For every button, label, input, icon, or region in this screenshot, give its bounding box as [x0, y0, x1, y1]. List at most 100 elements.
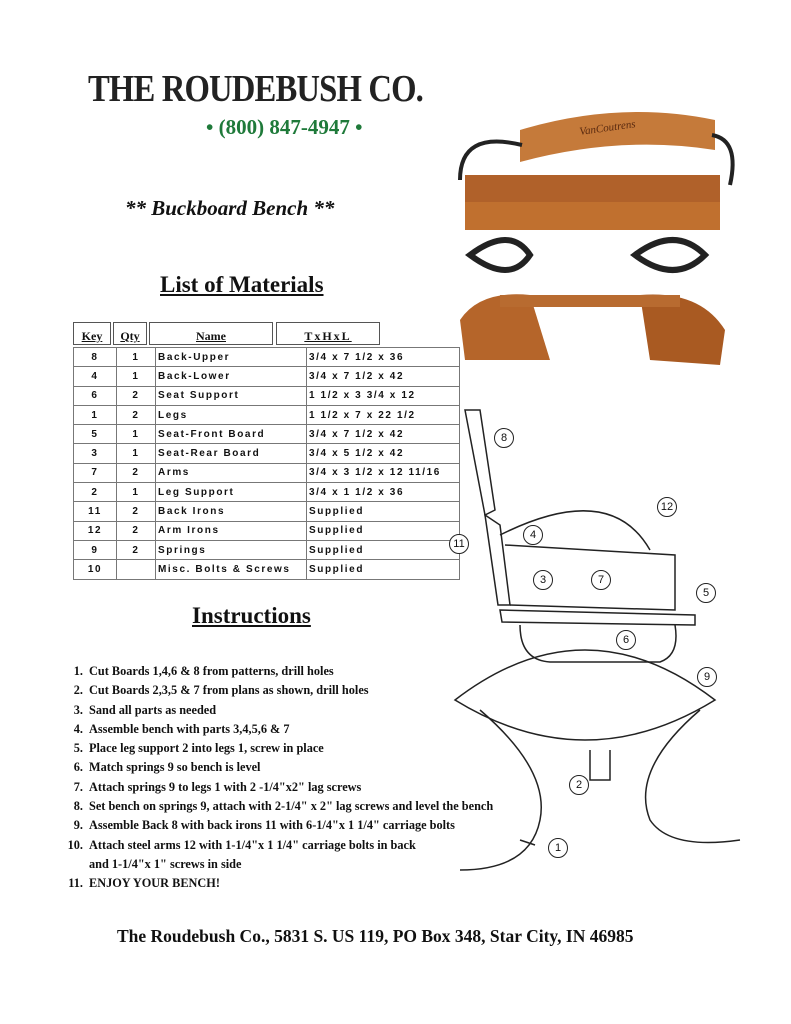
instructions-list: 1. Cut Boards 1,4,6 & 8 from patterns, dr… — [50, 662, 494, 894]
cell-name: Legs — [155, 404, 307, 426]
assembly-diagram — [453, 409, 741, 871]
cell-qty: 2 — [116, 404, 156, 426]
cell-key: 2 — [73, 482, 117, 503]
instruction-text: Match springs 9 so bench is level — [89, 760, 261, 775]
cell-qty: 1 — [116, 482, 156, 503]
cell-dimensions: 3/4 x 7 1/2 x 42 — [306, 424, 460, 445]
header-qty: Qty — [113, 322, 147, 345]
cell-name: Arms — [155, 462, 307, 484]
cell-qty: 2 — [116, 539, 156, 561]
cell-dimensions: Supplied — [306, 520, 460, 541]
cell-qty: 2 — [116, 501, 156, 522]
cell-dimensions: Supplied — [306, 501, 460, 522]
cell-qty — [116, 559, 156, 580]
instruction-item: 9. Assemble Back 8 with back irons 11 wit… — [50, 816, 493, 835]
cell-dimensions: 1 1/2 x 3 3/4 x 12 — [306, 385, 460, 406]
instruction-text: Attach springs 9 to legs 1 with 2 -1/4"x… — [89, 779, 362, 794]
company-logo: THE ROUDEBUSH CO. • (800) 847-4947 • — [88, 62, 438, 148]
cell-name: Back Irons — [155, 501, 307, 522]
cell-qty: 1 — [116, 424, 156, 445]
callout-1: 1 — [548, 838, 568, 858]
instruction-number: 6. — [73, 760, 83, 775]
page-title: ** Buckboard Bench ** — [125, 196, 335, 220]
cell-key: 11 — [73, 501, 117, 522]
cell-qty: 1 — [116, 443, 156, 464]
header-key: Key — [73, 322, 111, 345]
instruction-text: Assemble Back 8 with back irons 11 with … — [89, 818, 455, 833]
cell-name: Misc. Bolts & Screws — [155, 559, 307, 580]
cell-dimensions: 3/4 x 3 1/2 x 12 11/16 — [306, 462, 460, 484]
cell-dimensions: Supplied — [306, 539, 460, 561]
instruction-text: Attach steel arms 12 with 1-1/4"x 1 1/4"… — [89, 837, 416, 852]
instruction-item: 4. Assemble bench with parts 3,4,5,6 & 7 — [50, 720, 493, 739]
cell-key: 8 — [73, 346, 117, 368]
cell-qty: 2 — [116, 462, 156, 484]
instruction-continuation: and 1-1/4"x 1" screws in side — [89, 856, 242, 871]
callout-5: 5 — [696, 583, 716, 603]
header-name: Name — [149, 322, 273, 345]
instruction-item: 6. Match springs 9 so bench is level — [50, 758, 493, 777]
cell-key: 5 — [73, 424, 117, 445]
instruction-number: 1. — [73, 664, 83, 678]
instruction-item: 10.Attach steel arms 12 with 1-1/4"x 1 1… — [50, 836, 493, 855]
cell-key: 1 — [73, 404, 117, 426]
instruction-item: 2.Cut Boards 2,3,5 & 7 from plans as sho… — [50, 681, 493, 700]
callout-11: 11 — [449, 534, 469, 554]
cell-key: 3 — [73, 443, 117, 464]
instruction-item: 1. Cut Boards 1,4,6 & 8 from patterns, dr… — [50, 662, 493, 681]
cell-name: Leg Support — [155, 482, 307, 503]
instruction-text: Cut Boards 1,4,6 & 8 from patterns, dril… — [89, 664, 334, 678]
callout-7: 7 — [591, 570, 611, 590]
cell-qty: 1 — [116, 346, 156, 368]
cell-name: Seat-Rear Board — [155, 443, 307, 464]
callout-4: 4 — [523, 525, 543, 545]
cell-dimensions: 3/4 x 5 1/2 x 42 — [306, 443, 460, 464]
materials-heading: List of Materials — [160, 272, 324, 297]
bench-photo: VanCoutrens — [458, 112, 735, 365]
cell-dimensions: 3/4 x 1 1/2 x 36 — [306, 482, 460, 503]
instruction-item: 3. Sand all parts as needed — [50, 701, 493, 720]
cell-name: Seat-Front Board — [155, 424, 307, 445]
instruction-number: 8. — [73, 799, 83, 814]
cell-key: 7 — [73, 462, 117, 484]
header-dimensions: TxHxL — [276, 322, 380, 345]
instruction-item: 5.Place leg support 2 into legs 1, screw… — [50, 739, 493, 758]
instruction-number: 9. — [73, 818, 83, 833]
instruction-text: ENJOY YOUR BENCH! — [89, 876, 220, 891]
instruction-number: 11. — [68, 876, 83, 891]
cell-name: Arm Irons — [155, 520, 307, 541]
callout-2: 2 — [569, 775, 589, 795]
instruction-item: 11. ENJOY YOUR BENCH! — [50, 874, 493, 893]
callout-9: 9 — [697, 667, 717, 687]
cell-key: 6 — [73, 385, 117, 406]
instruction-text: Set bench on springs 9, attach with 2-1/… — [89, 799, 494, 814]
instructions-heading: Instructions — [192, 603, 311, 628]
cell-qty: 2 — [116, 520, 156, 541]
instruction-number: 4. — [73, 721, 83, 736]
instruction-number: 7. — [73, 779, 83, 794]
cell-dimensions: 1 1/2 x 7 x 22 1/2 — [306, 404, 460, 426]
instruction-text: Sand all parts as needed — [89, 702, 217, 717]
instruction-number: 5. — [73, 741, 83, 756]
cell-key: 4 — [73, 366, 117, 387]
footer-address: The Roudebush Co., 5831 S. US 119, PO Bo… — [117, 926, 634, 946]
instruction-text: Assemble bench with parts 3,4,5,6 & 7 — [89, 721, 290, 736]
callout-8: 8 — [494, 428, 514, 448]
instruction-number: 3. — [73, 702, 83, 717]
cell-name: Springs — [155, 539, 307, 561]
cell-dimensions: 3/4 x 7 1/2 x 36 — [306, 346, 460, 368]
logo-name: THE ROUDEBUSH CO. — [88, 68, 424, 110]
cell-key: 12 — [73, 520, 117, 541]
logo-phone: • (800) 847-4947 • — [206, 115, 363, 139]
